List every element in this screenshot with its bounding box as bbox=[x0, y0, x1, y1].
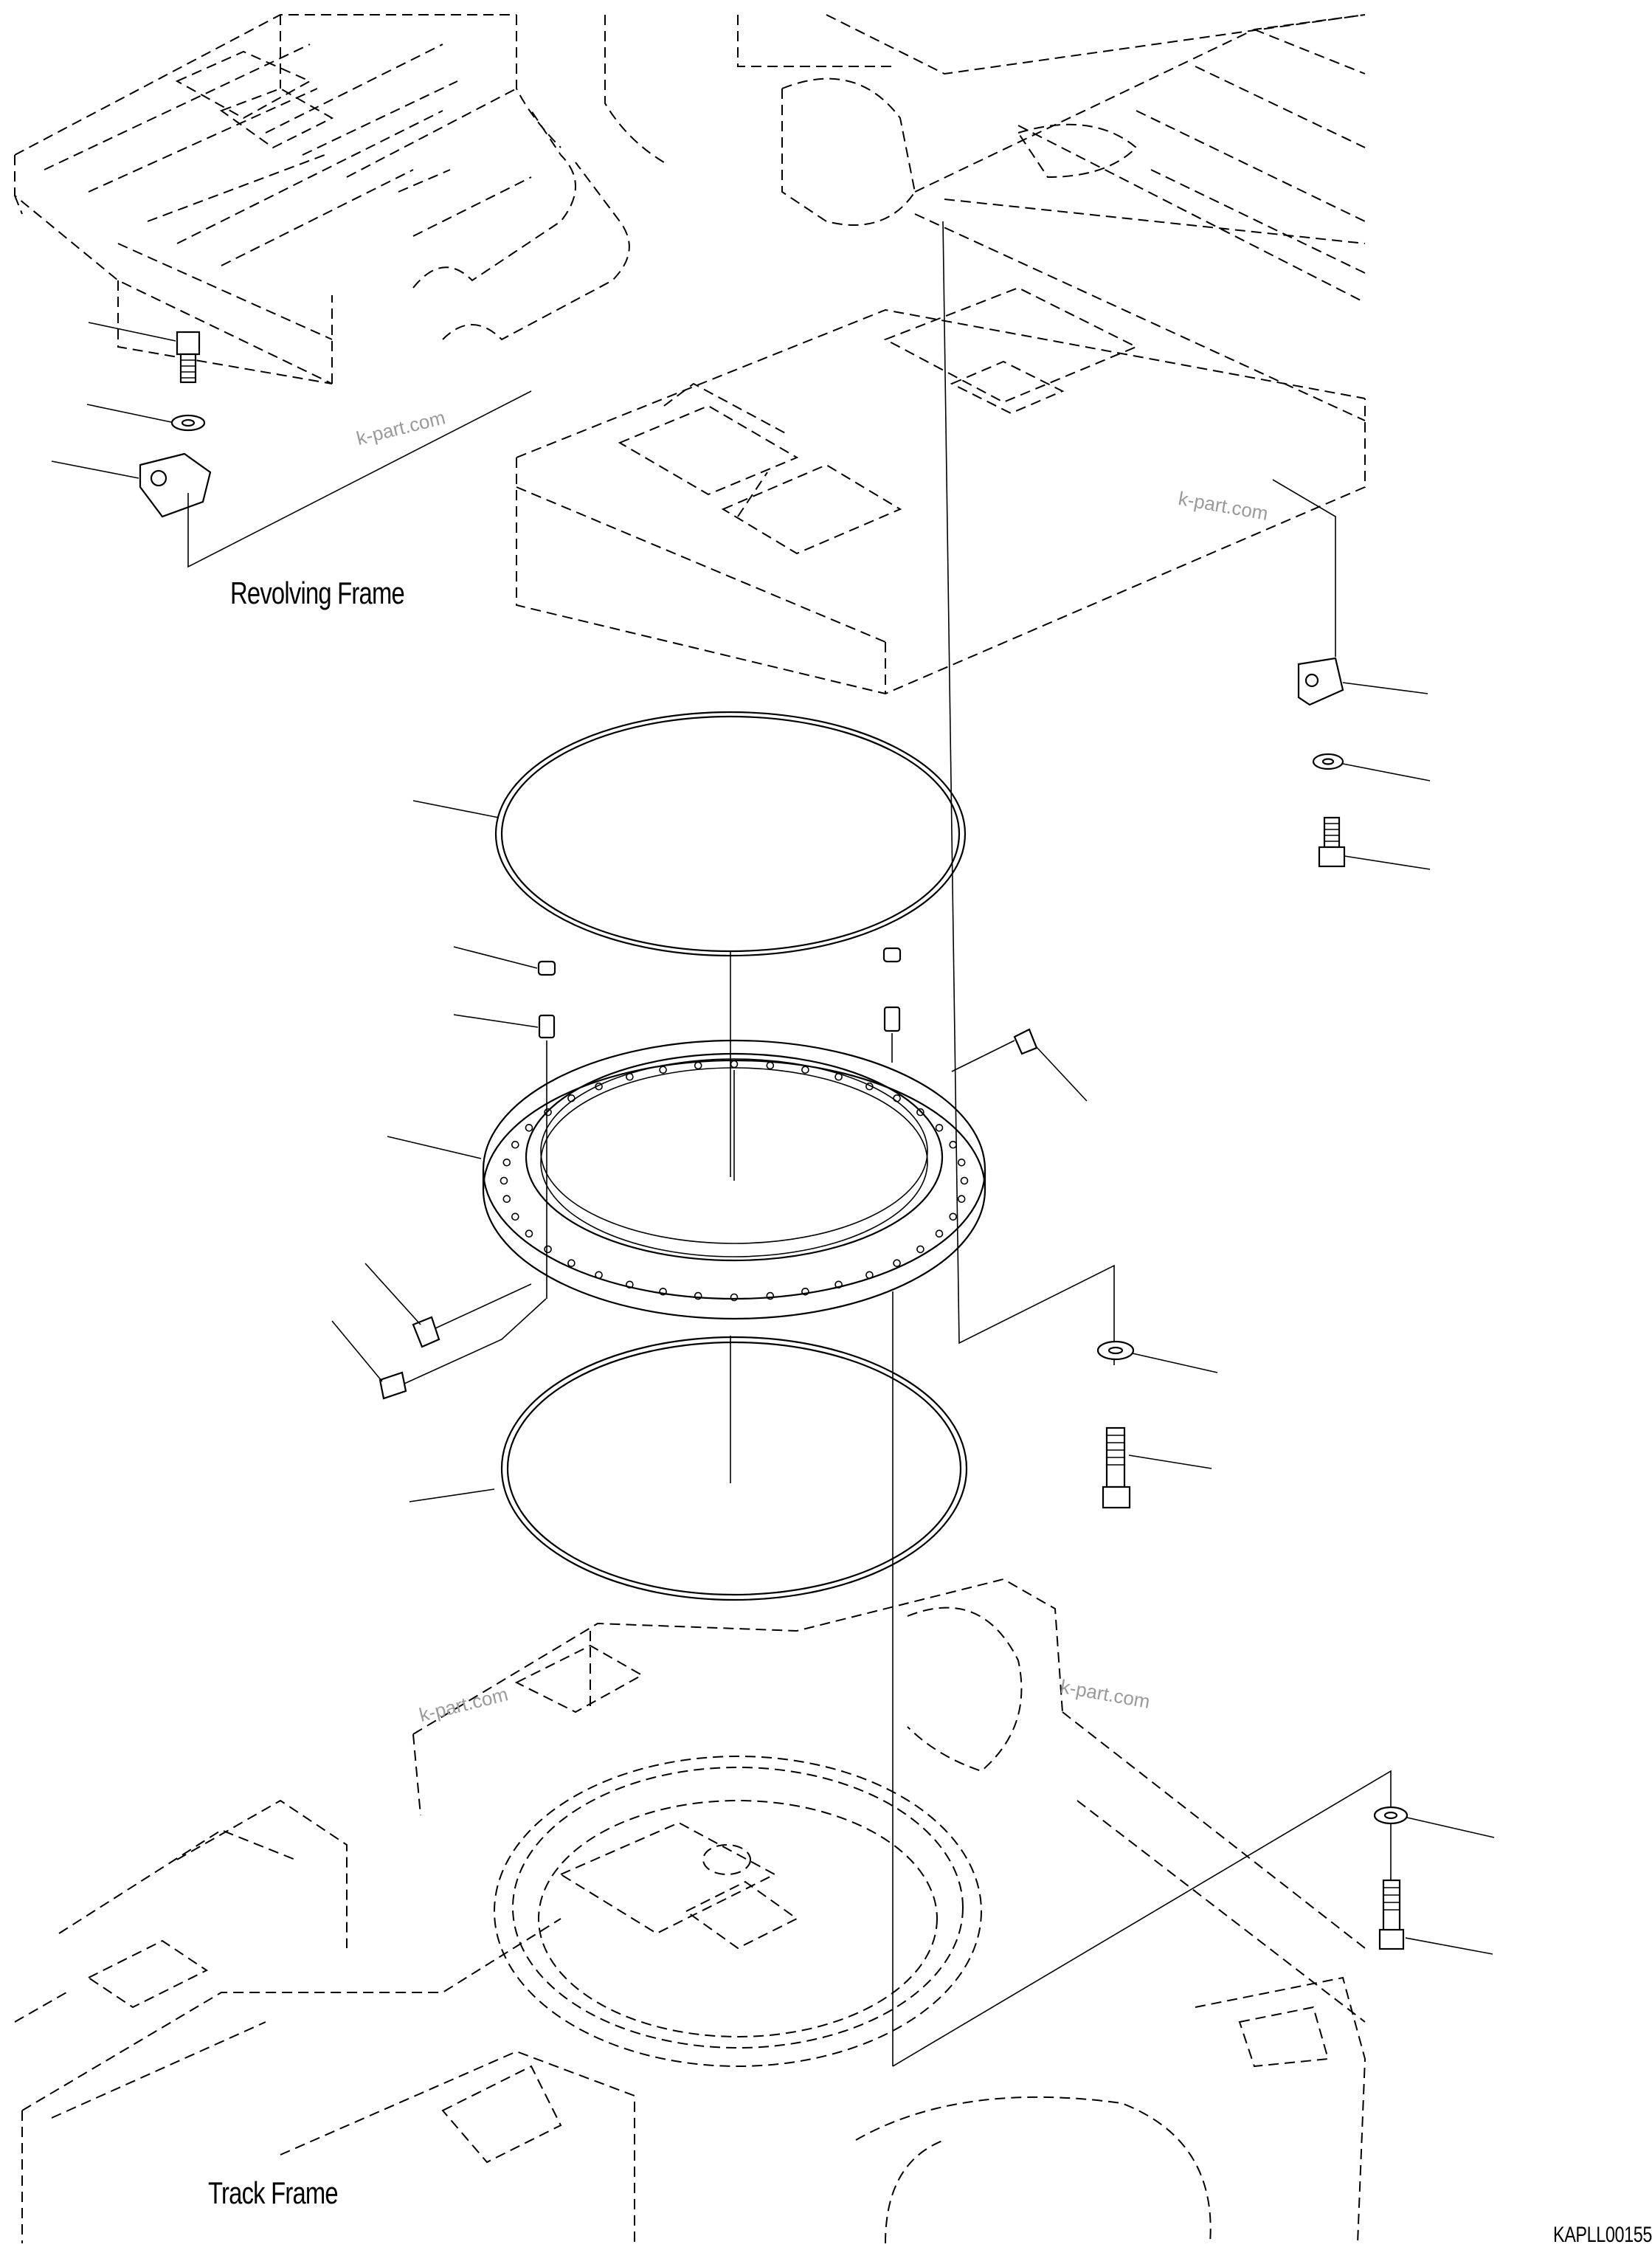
bolt-hole-icon bbox=[766, 1291, 775, 1300]
pin-cap-icon bbox=[537, 960, 556, 976]
upper-right-fastener-group bbox=[1272, 479, 1431, 870]
bolt-hole-icon bbox=[766, 1061, 775, 1070]
bolt-head-icon bbox=[176, 331, 201, 356]
bottom-right-fastener-group bbox=[1373, 1806, 1495, 1955]
bolt-hole-icon bbox=[525, 1229, 533, 1238]
bolt-hole-icon bbox=[949, 1212, 957, 1221]
center-leaders bbox=[892, 221, 1392, 2067]
bolt-shank-icon bbox=[1323, 816, 1341, 849]
bolt-hole-icon bbox=[694, 1291, 702, 1300]
bolt-hole-icon bbox=[893, 1259, 901, 1267]
bolt-shank-icon bbox=[179, 353, 197, 384]
bolt-head-icon bbox=[1318, 846, 1346, 868]
bolt-hole-icon bbox=[916, 1108, 925, 1117]
bracket-clip-icon bbox=[1297, 657, 1344, 706]
track-frame-drawing bbox=[14, 1578, 1366, 2244]
track-frame-label: Track Frame bbox=[208, 2175, 339, 2210]
bolt-hole-icon bbox=[834, 1072, 843, 1081]
bolt-hole-icon bbox=[502, 1159, 511, 1167]
grease-fitting-icon bbox=[1013, 1028, 1038, 1055]
bolt-hole-icon bbox=[567, 1094, 576, 1102]
bolt-hole-icon bbox=[626, 1072, 634, 1081]
bolt-hole-icon bbox=[502, 1195, 511, 1203]
bolt-hole-icon bbox=[801, 1066, 809, 1074]
dowel-pin-icon bbox=[538, 1014, 556, 1039]
bolt-hole-icon bbox=[949, 1140, 957, 1149]
bolt-hole-ring bbox=[500, 1060, 969, 1302]
bolt-hole-icon bbox=[567, 1259, 576, 1267]
bolt-hole-icon bbox=[544, 1108, 552, 1117]
bolt-hole-icon bbox=[500, 1176, 508, 1185]
bolt-hole-icon bbox=[659, 1288, 667, 1296]
upper-seal-outer bbox=[494, 711, 967, 957]
bolt-hole-icon bbox=[730, 1293, 739, 1302]
bolt-hole-icon bbox=[957, 1159, 966, 1167]
pin-parts bbox=[453, 946, 902, 1299]
bolt-hole-icon bbox=[865, 1082, 874, 1091]
dowel-pin-icon bbox=[883, 1006, 901, 1032]
bolt-hole-icon bbox=[935, 1229, 944, 1238]
revolving-frame-label: Revolving Frame bbox=[230, 576, 405, 610]
bolt-hole-icon bbox=[730, 1060, 739, 1069]
grease-nipple-icon bbox=[379, 1371, 407, 1400]
bolt-hole-icon bbox=[694, 1061, 702, 1070]
bolt-hole-icon bbox=[865, 1271, 874, 1280]
bolt-hole-icon bbox=[957, 1195, 966, 1203]
bolt-hole-icon bbox=[935, 1124, 944, 1132]
pin-cap-icon bbox=[882, 947, 902, 963]
bolt-hole-icon bbox=[960, 1176, 969, 1185]
bolt-hole-icon bbox=[595, 1271, 603, 1280]
bolt-hole-icon bbox=[511, 1212, 519, 1221]
upper-left-fastener-group bbox=[51, 322, 532, 568]
bolt-hole-icon bbox=[801, 1288, 809, 1296]
bolt-hole-icon bbox=[659, 1066, 667, 1074]
bolt-hole-icon bbox=[916, 1245, 925, 1254]
swing-circle-bearing bbox=[331, 1028, 1088, 1483]
lower-seal-ring bbox=[409, 1336, 968, 1601]
upper-seal-ring bbox=[412, 711, 967, 1177]
revolving-frame-drawing bbox=[14, 14, 1366, 695]
bolt-hole-icon bbox=[511, 1140, 519, 1149]
figure-code-label: KAPLL00155 bbox=[1553, 2223, 1652, 2247]
bolt-hole-icon bbox=[893, 1094, 901, 1102]
bolt-head-icon bbox=[1102, 1485, 1131, 1509]
bolt-hole-icon bbox=[544, 1245, 552, 1254]
bolt-head-icon bbox=[1378, 1928, 1405, 1950]
bolt-hole-icon bbox=[626, 1280, 634, 1289]
grease-elbow-icon bbox=[412, 1316, 440, 1348]
bolt-hole-icon bbox=[834, 1280, 843, 1289]
mid-right-fastener-group bbox=[1096, 1340, 1218, 1509]
bracket-clip-icon bbox=[139, 452, 212, 518]
bolt-hole-icon bbox=[595, 1082, 603, 1091]
bolt-hole-icon bbox=[525, 1124, 533, 1132]
